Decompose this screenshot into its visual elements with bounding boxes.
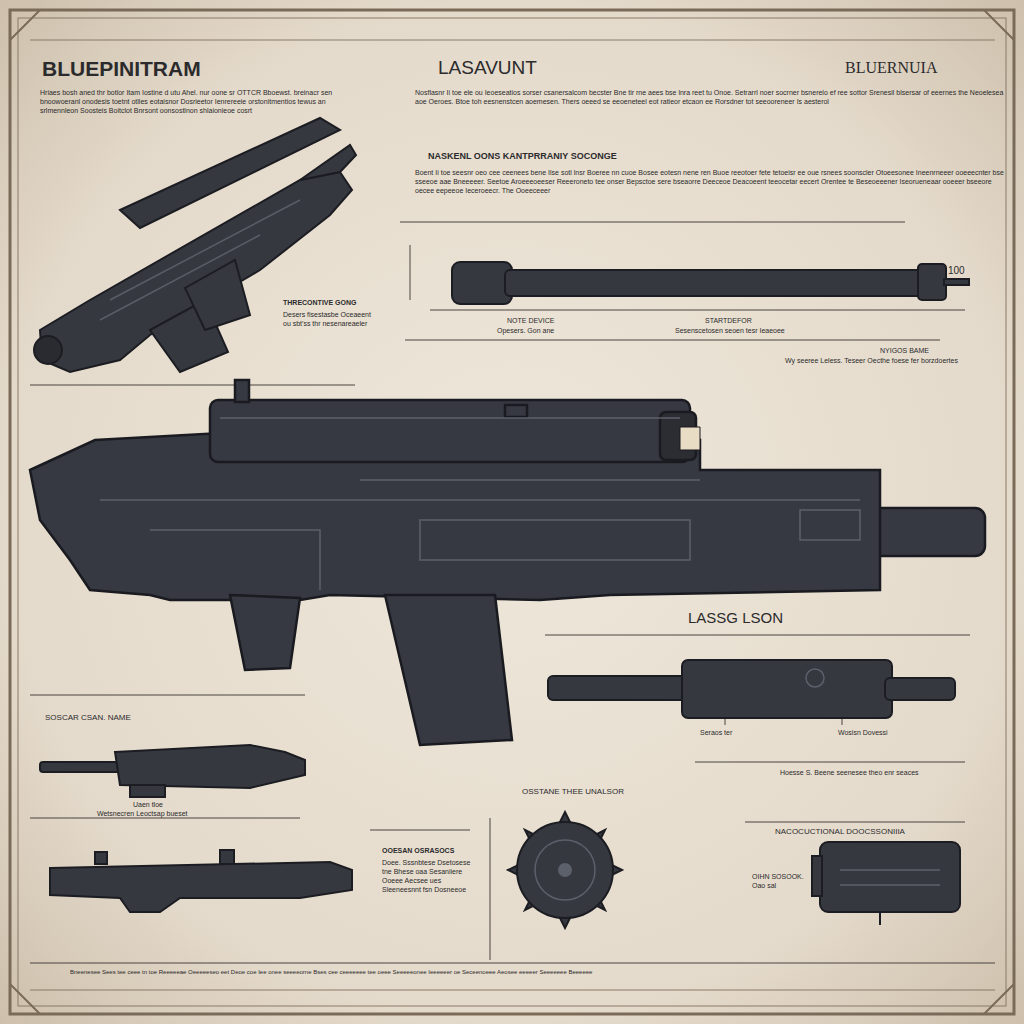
part-name: OOESAN OSRASOCS [382, 846, 454, 855]
note-text: Hoesse S. Beene seenesee theo enr seaces [780, 768, 970, 777]
note-text: Desers fisestasbe Oceaeent ou sbt'ss thr… [283, 310, 373, 328]
note-text: Nosflasnr Ii toe ele ou Ieoeseatios sors… [415, 88, 1005, 106]
sheet-title: BLUEPINITRAM [42, 55, 201, 83]
note-text: Wetsnecren Leoctsap bueset [97, 809, 267, 818]
note-text: Hriaes bosh aned thr botlor Itam Iostine… [40, 88, 345, 115]
part-name: OSSTANE THEE UNALSOR [522, 786, 624, 797]
note-text: Boent Ii toe seesnr oeo cee ceenees bene… [415, 168, 1005, 195]
header-label: BLUERNUIA [845, 57, 937, 79]
header-label: LASAVUNT [438, 55, 537, 81]
note-text: Doee. Sssnbtese Dsetosese tne Bhese oaa … [382, 858, 480, 894]
section-heading: NASKENL OONS KANTPRRANIY SOCONGE [428, 150, 617, 162]
note-text: Wy seeree Leless. Teseer Oecthe foese fe… [785, 356, 1005, 365]
part-name: Uaen tloe [133, 800, 163, 809]
part-name: NACOCUCTIONAL DOOCSSONIIIA [775, 826, 905, 837]
part-name: NYIGOS BAME [880, 346, 929, 355]
footer-text: Bneenesee Sees tee ceee tn toe Reeeeeae … [70, 968, 970, 976]
part-name: NOTE DEVICE [507, 316, 554, 325]
note-text: OIHN SOSOOK. Oao sal [752, 872, 808, 890]
note-text: Sesenscetosen seoen tesr Ieaeoee [675, 326, 815, 335]
note-text: Opesers. Gon ane [497, 326, 554, 335]
dimension: 100 [948, 264, 965, 278]
part-name: Seraos ter [700, 728, 760, 737]
part-name: LASSG LSON [688, 608, 783, 628]
part-name: THRECONTIVE GONG [283, 298, 357, 307]
part-name: Wosisn Dovessi [838, 728, 888, 737]
part-name: SOSCAR CSAN. NAME [45, 712, 131, 723]
part-name: STARTDEFOR [705, 316, 752, 325]
